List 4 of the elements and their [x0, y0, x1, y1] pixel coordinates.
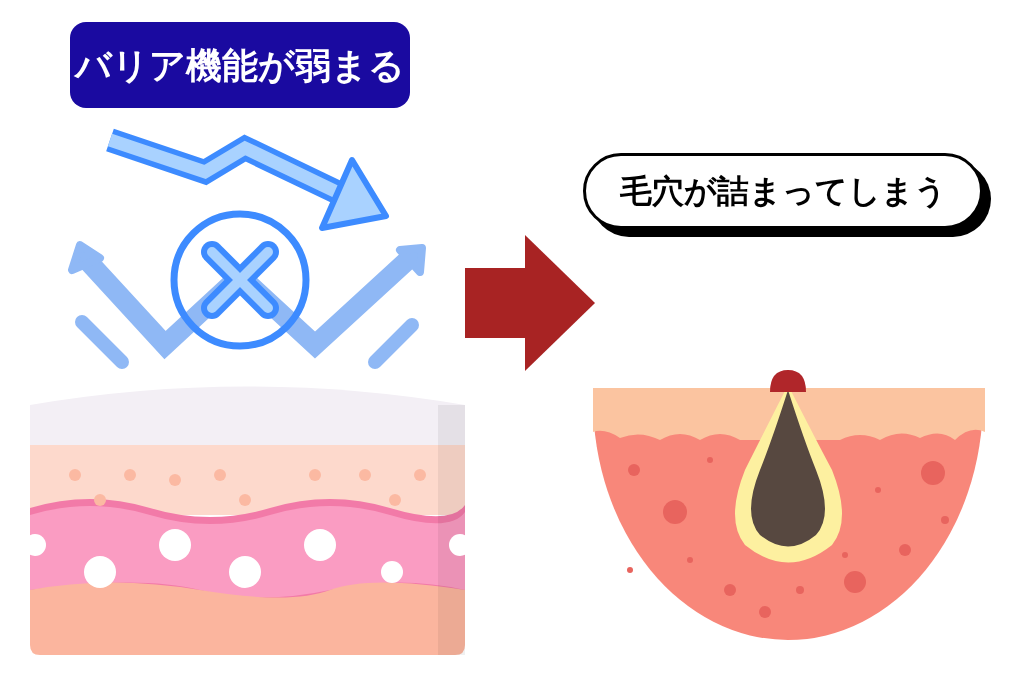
- caption-text: 毛穴が詰まってしまう: [619, 171, 947, 211]
- title-text: バリア機能が弱まる: [75, 43, 405, 88]
- block-arrow: [465, 235, 595, 371]
- title-banner: [70, 22, 410, 108]
